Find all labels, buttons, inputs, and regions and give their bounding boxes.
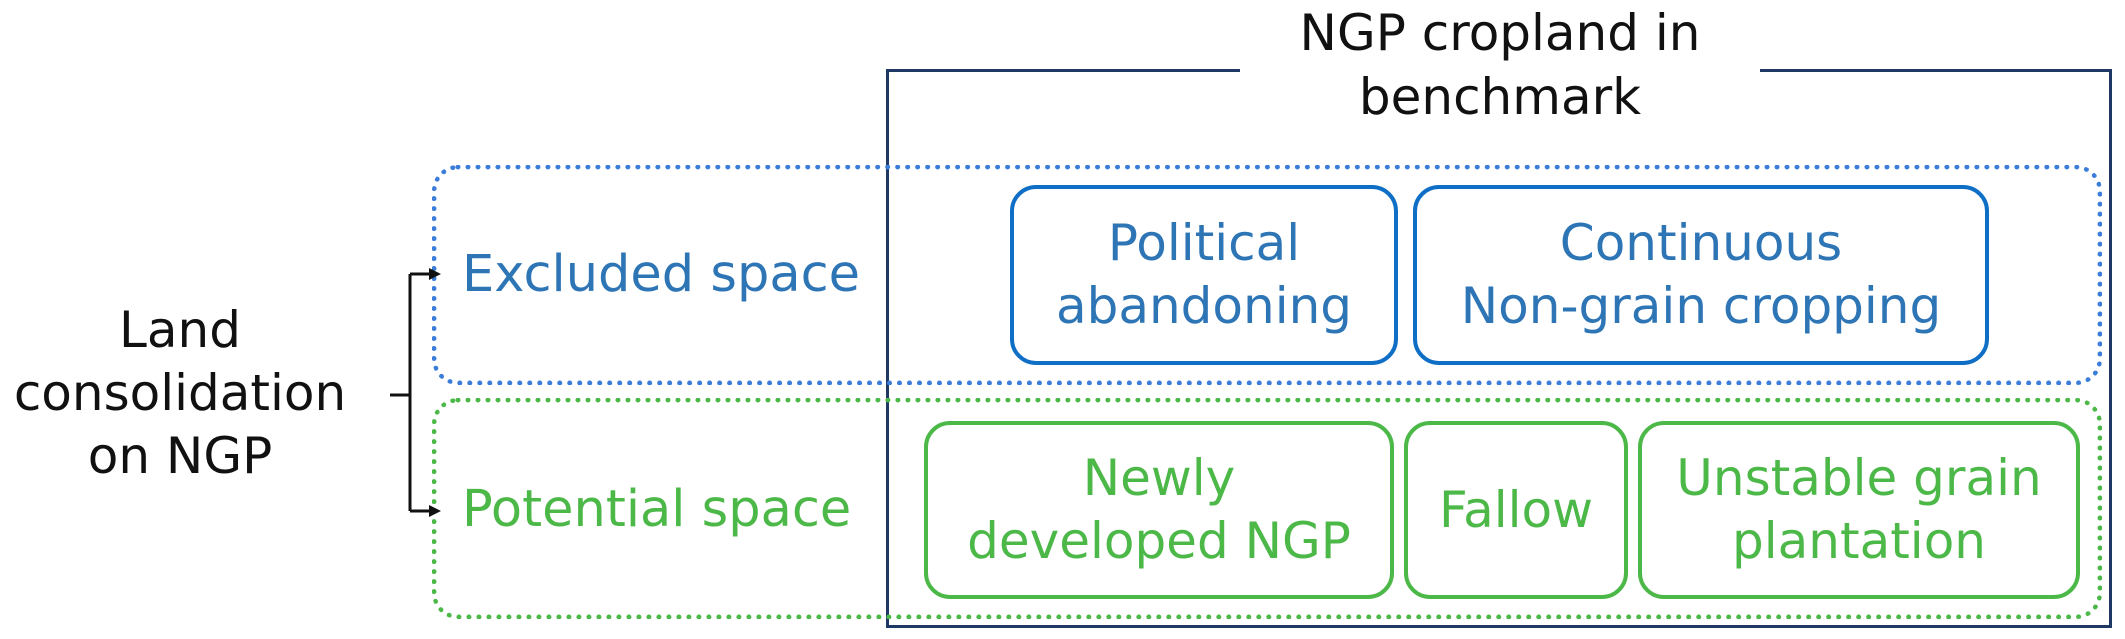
item-line: Non-grain cropping <box>1460 277 1942 335</box>
arrow-head-bottom-icon <box>429 505 441 517</box>
land-label-line1: Land <box>119 300 241 359</box>
item-political-abandoning: Political abandoning <box>1010 185 1398 365</box>
item-newly-developed-ngp: Newly developed NGP <box>924 421 1394 599</box>
item-fallow: Fallow <box>1404 421 1628 599</box>
excluded-space-label: Excluded space <box>462 245 860 304</box>
benchmark-title-line1: NGP cropland in <box>1299 4 1701 62</box>
item-line: Continuous <box>1559 214 1843 272</box>
potential-space-label: Potential space <box>462 480 852 539</box>
land-label-line3: on NGP <box>87 426 273 485</box>
arrow-head-top-icon <box>429 268 441 280</box>
item-line: Unstable grain <box>1676 449 2042 507</box>
item-line: developed NGP <box>967 512 1351 570</box>
item-line: Political <box>1107 214 1301 272</box>
land-consolidation-label: Land consolidation on NGP <box>0 298 360 488</box>
benchmark-title-line2: benchmark <box>1358 68 1642 126</box>
land-label-line2: consolidation <box>13 363 347 422</box>
item-line: abandoning <box>1055 277 1353 335</box>
item-line: Newly <box>1082 449 1236 507</box>
bracket-connector <box>390 268 441 517</box>
item-line: Fallow <box>1438 480 1594 539</box>
item-unstable-grain-plantation: Unstable grain plantation <box>1638 421 2080 599</box>
item-line: plantation <box>1732 512 1986 570</box>
benchmark-title: NGP cropland in benchmark <box>1240 0 1760 130</box>
item-continuous-non-grain-cropping: Continuous Non-grain cropping <box>1413 185 1989 365</box>
